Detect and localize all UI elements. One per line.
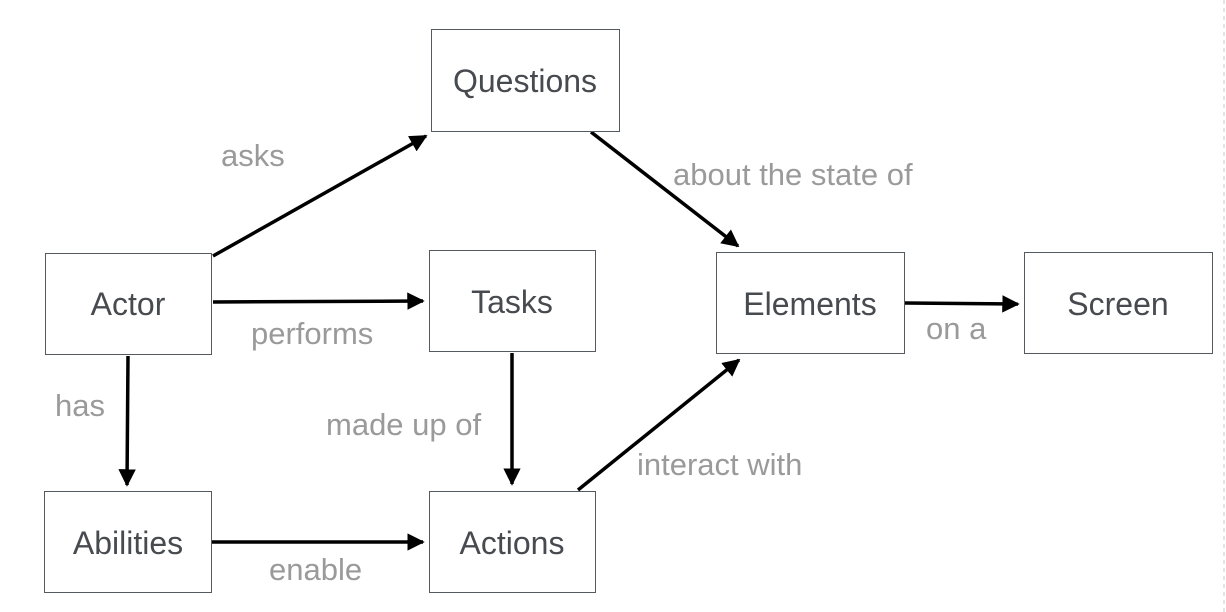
edge-questions-elements [589,130,740,248]
edge-label-interact-with: interact with [637,447,802,482]
node-abilities: Abilities [44,491,212,593]
node-actions: Actions [429,491,596,593]
node-actor-label: Actor [91,286,166,322]
node-tasks: Tasks [429,250,596,352]
edge-label-performs: performs [251,316,373,351]
node-actor: Actor [45,253,212,355]
edge-label-made-up-of: made up of [326,407,481,442]
node-questions-label: Questions [453,63,597,99]
node-questions: Questions [431,29,620,132]
edge-actions-elements [576,358,741,492]
node-screen: Screen [1024,252,1213,354]
edge-label-enable: enable [269,552,362,587]
node-tasks-label: Tasks [471,284,553,320]
edge-label-has: has [55,388,105,423]
edge-label-asks: asks [221,138,285,173]
node-actions-label: Actions [460,525,565,561]
node-screen-label: Screen [1067,286,1168,322]
edge-label-about-the-state-of: about the state of [673,157,913,192]
edge-label-on-a: on a [926,311,987,346]
node-elements: Elements [716,252,905,354]
node-abilities-label: Abilities [73,525,183,561]
node-elements-label: Elements [743,286,876,322]
edge-actor-questions [212,134,428,258]
edge-elements-screen [904,295,1020,313]
edge-actor-tasks [212,292,425,310]
edge-actor-abilities [118,355,136,487]
